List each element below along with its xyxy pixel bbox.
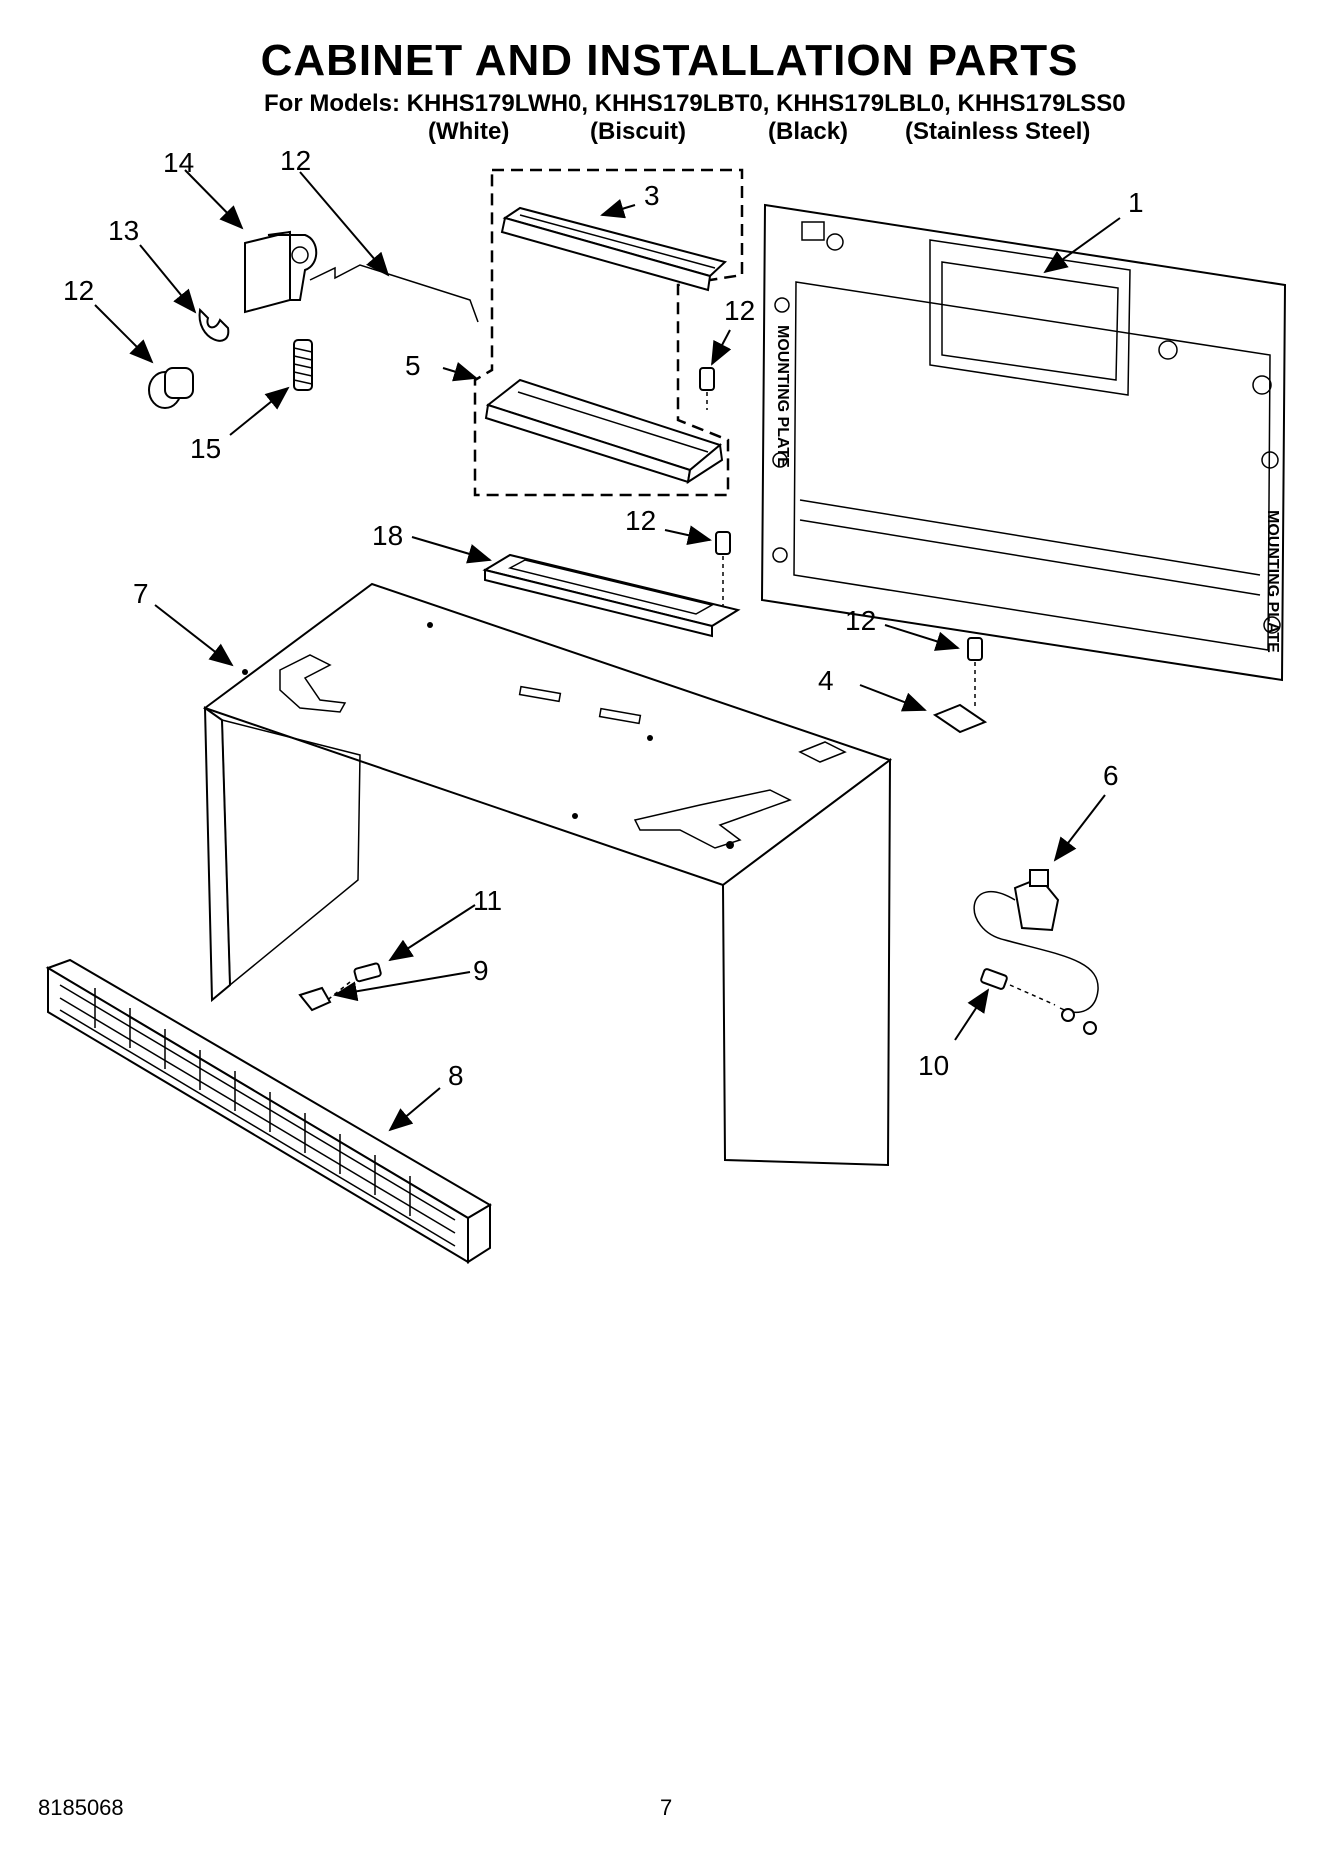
tray (484, 378, 724, 485)
cabinet (202, 582, 893, 1167)
callout-4: 4 (818, 665, 834, 696)
variant-biscuit: (Biscuit) (590, 118, 686, 145)
plate-text-left: MOUNTING PLATE (774, 325, 791, 468)
callout-5: 5 (405, 350, 421, 381)
clip-part-4 (932, 703, 988, 734)
callout-17: 15 (190, 433, 221, 464)
screw-upper (699, 367, 715, 410)
switch-with-harness (973, 869, 1099, 1035)
wire-13 (309, 264, 479, 323)
callout-15: 13 (108, 215, 139, 246)
callout-13: 12 (280, 145, 311, 176)
bracket-16 (244, 230, 318, 314)
models-line: For Models: KHHS179LWH0, KHHS179LBT0, KH… (264, 90, 1126, 117)
screw-middle (715, 531, 731, 608)
variant-stainless: (Stainless Steel) (905, 118, 1091, 145)
plate-text-right: MOUNTING PLATE (1264, 510, 1281, 653)
callout-12b: 12 (625, 505, 656, 536)
bracket-rail (500, 206, 728, 292)
gasket (482, 553, 741, 638)
variant-white: (White) (428, 118, 510, 145)
callout-10: 10 (918, 1050, 949, 1081)
callout-12a: 12 (724, 295, 755, 326)
doc-number: 8185068 (38, 1795, 124, 1820)
knob-14 (148, 367, 194, 409)
callout-3: 3 (644, 180, 660, 211)
callout-1: 1 (1128, 187, 1144, 218)
callout-6: 6 (1103, 760, 1119, 791)
page-number: 7 (660, 1795, 673, 1820)
callout-9: 9 (473, 955, 489, 986)
vent-grille (45, 958, 492, 1264)
callout-11: 11 (473, 885, 502, 916)
callout-12c: 12 (845, 605, 876, 636)
mounting-plate: MOUNTING PLATE MOUNTING PLATE (760, 203, 1287, 682)
screw-right (967, 637, 983, 710)
clip-9 (298, 986, 332, 1012)
screw-11 (324, 962, 382, 1003)
callout-7: 7 (133, 578, 149, 609)
callout-14: 12 (63, 275, 94, 306)
callout-18: 18 (372, 520, 403, 551)
clip-15 (198, 307, 230, 342)
callout-16: 14 (163, 147, 194, 178)
callout-8: 8 (448, 1060, 464, 1091)
variant-black: (Black) (768, 118, 849, 145)
page-title: CABINET AND INSTALLATION PARTS (260, 36, 1079, 85)
spring-17 (293, 339, 313, 391)
screw-10 (980, 968, 1056, 1006)
